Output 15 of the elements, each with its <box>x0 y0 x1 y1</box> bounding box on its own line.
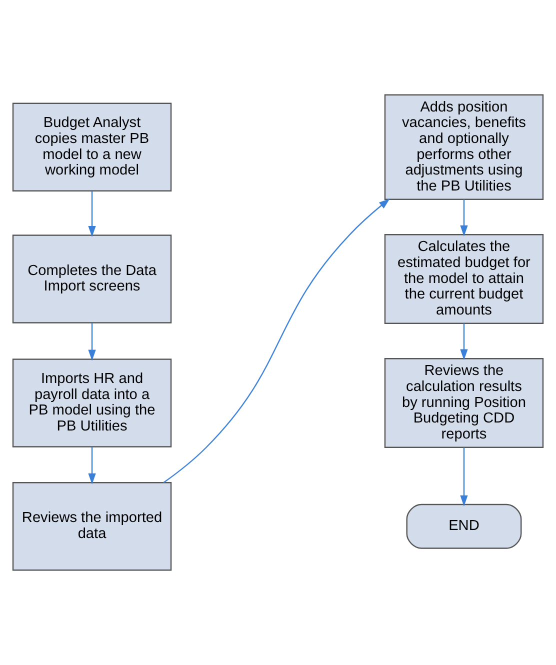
node-box: Adds position vacancies, benefits and optionally performs other adjustments using the PB Utilities <box>384 94 544 200</box>
node-box: END <box>406 504 522 549</box>
node-box: Calculates the estimated budget for the model to attain the current budget amounts <box>384 234 544 324</box>
arrow <box>163 198 390 484</box>
arrow <box>88 191 96 237</box>
node-box: Imports HR and payroll data into a PB model using the PB Utilities <box>12 358 172 448</box>
arrow <box>88 446 96 484</box>
arrow <box>88 323 96 361</box>
arrow <box>460 448 468 506</box>
node-box: Completes the Data Import screens <box>12 234 172 324</box>
node-box: Budget Analyst copies master PB model to a new working model <box>12 102 172 192</box>
node-box: Reviews the calculation results by running Position Budgeting CDD reports <box>384 358 544 448</box>
node-box: Reviews the imported data <box>12 482 172 571</box>
arrow <box>460 323 468 360</box>
arrow <box>460 200 468 236</box>
